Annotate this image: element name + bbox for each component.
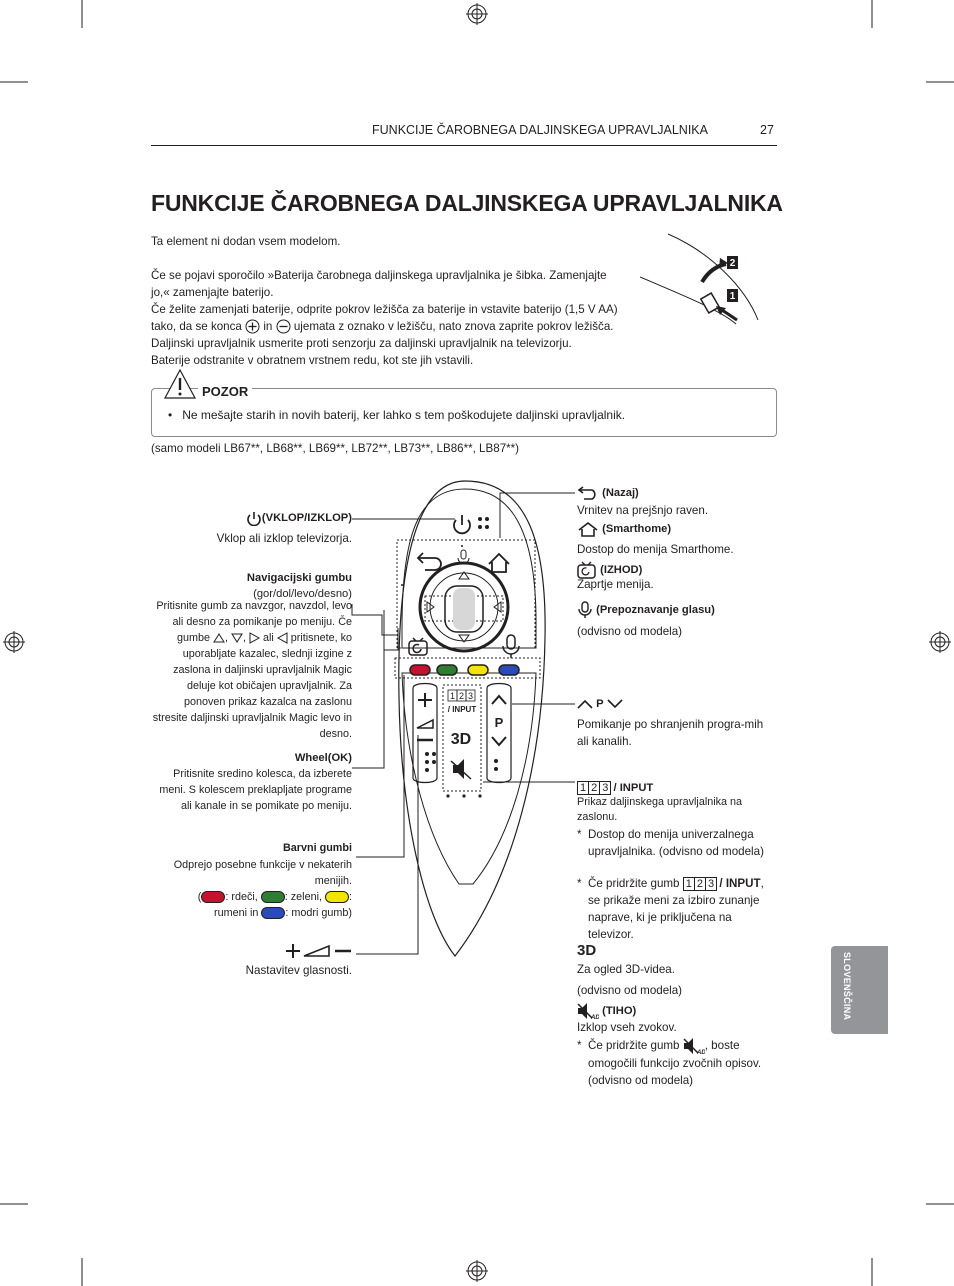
color-desc: Odprejo posebne funkcije v nekaterih men… — [173, 859, 352, 920]
wheel-title: Wheel(OK) — [294, 752, 352, 764]
warning-icon — [163, 368, 197, 399]
wheel-ok — [444, 585, 484, 633]
exit-desc: Zaprtje menija. — [577, 578, 654, 591]
yellow-pill-icon — [325, 891, 349, 904]
nav-title: Navigacijski gumbu — [246, 572, 352, 584]
mute-icon: AD — [577, 1003, 599, 1020]
step-2-label: 2 — [730, 258, 736, 269]
back-icon — [577, 486, 596, 500]
up-arrow-icon — [213, 633, 225, 643]
3d-desc-2: (odvisno od modela) — [577, 984, 683, 997]
language-tab-label: SLOVENŠČINA — [842, 952, 852, 1021]
nav-desc: Pritisnite gumb za navzgor, navzdol, lev… — [152, 600, 352, 740]
back-desc: Vrnitev na prejšnjo raven. — [577, 504, 709, 517]
3d-desc-1: Za ogled 3D-videa. — [577, 963, 675, 976]
models-note: (samo modeli LB67**, LB68**, LB69**, LB7… — [151, 442, 520, 455]
svg-text:AD: AD — [590, 1015, 599, 1020]
header-rule — [151, 145, 777, 146]
home-desc: Dostop do menija Smarthome. — [577, 543, 734, 556]
caution-item: • Ne mešajte starih in novih baterij, ke… — [168, 408, 626, 422]
back-button — [416, 552, 442, 571]
voice-label: (Prepoznavanje glasu) — [577, 601, 777, 619]
magic-remote-illustration: P 1 2 3 / INPUT 3D — [394, 480, 546, 957]
registration-mark-top — [466, 3, 488, 25]
p-label: P — [495, 715, 504, 730]
p-label: P — [577, 696, 777, 712]
registration-mark-left — [3, 631, 25, 653]
blue-pill-icon — [261, 907, 286, 920]
svg-text:3: 3 — [468, 691, 473, 701]
volume-rocker — [412, 682, 438, 784]
down-arrow-icon — [231, 633, 243, 644]
right-arrow-icon — [249, 632, 260, 644]
exit-label: (IZHOD) — [577, 561, 777, 579]
p-desc: Pomikanje po shranjenih progra-mih ali k… — [577, 718, 764, 748]
language-tab — [831, 946, 888, 1034]
power-desc: Vklop ali izklop televizorja. — [216, 532, 352, 545]
green-pill-icon — [260, 891, 285, 904]
channel-down-icon — [607, 699, 623, 709]
home-button — [488, 552, 510, 573]
mute-button — [450, 759, 472, 780]
registration-mark-bottom — [466, 1260, 488, 1282]
page-title: FUNKCIJE ČAROBNEGA DALJINSKEGA UPRAVLJAL… — [151, 190, 783, 216]
channel-rocker — [486, 682, 512, 784]
home-icon — [578, 522, 598, 537]
home-label: (Smarthome) — [577, 521, 777, 537]
power-icon — [247, 511, 261, 526]
mute-label: AD (TIHO) — [577, 1002, 777, 1020]
mute-desc: Izklop vseh zvokov. — [577, 1021, 677, 1034]
caution-box — [151, 388, 777, 437]
3d-label: 3D — [451, 731, 471, 748]
svg-text:/ INPUT: / INPUT — [448, 705, 477, 714]
intro-para1: Če se pojavi sporočilo »Baterija čarobne… — [151, 269, 607, 299]
color-title: Barvni gumbi — [283, 842, 352, 854]
wheel-desc: Pritisnite sredino kolesca, da izberete … — [159, 768, 352, 812]
plus-icon — [245, 319, 260, 334]
running-header: FUNKCIJE ČAROBNEGA DALJINSKEGA UPRAVLJAL… — [372, 123, 708, 137]
step-1-label: 1 — [730, 291, 736, 302]
123-key: 1 2 3 / INPUT — [447, 689, 477, 714]
exit-icon — [577, 561, 596, 579]
voice-desc: (odvisno od modela) — [577, 625, 683, 638]
back-label: (Nazaj) — [577, 485, 777, 501]
left-arrow-icon — [276, 632, 288, 644]
svg-text:1: 1 — [450, 691, 455, 701]
input-desc: Prikaz daljinskega upravljalnika na zasl… — [577, 796, 743, 823]
red-button — [409, 664, 431, 676]
svg-text:AD: AD — [696, 1050, 705, 1055]
red-pill-icon — [201, 891, 226, 904]
intro-para3: Baterije odstranite v obratnem vrstnem r… — [151, 354, 474, 367]
green-button — [436, 664, 458, 676]
power-label: (VKLOP/IZKLOP) — [160, 510, 352, 526]
blue-button — [498, 664, 520, 676]
intro-para2: Če želite zamenjati baterije, odprite po… — [151, 303, 618, 350]
nav-sub: (gor/dol/levo/desno) — [253, 588, 352, 600]
mute-note: * Če pridržite gumb AD, boste omogočili … — [577, 1038, 762, 1087]
exit-button — [408, 637, 428, 656]
minus-icon — [276, 319, 291, 334]
voice-button — [502, 634, 520, 658]
yellow-button — [467, 664, 489, 676]
battery-cover-illustration: 2 1 — [640, 233, 759, 325]
mute-ad-icon: AD — [683, 1038, 705, 1055]
page-number: 27 — [760, 123, 774, 137]
power-button — [453, 515, 471, 535]
microphone-icon — [578, 601, 592, 618]
3d-icon: 3D — [577, 942, 597, 959]
volume-desc: Nastavitev glasnosti. — [245, 964, 352, 977]
svg-text:2: 2 — [459, 691, 464, 701]
intro-line: Ta element ni dodan vsem modelom. — [151, 235, 341, 248]
input-note-1: *Dostop do menija univerzalnega upravlja… — [577, 828, 764, 858]
registration-mark-right — [929, 631, 951, 653]
caution-heading: POZOR — [198, 384, 253, 399]
volume-icons — [286, 944, 351, 958]
mic-small — [457, 549, 470, 564]
channel-up-icon — [577, 699, 593, 709]
